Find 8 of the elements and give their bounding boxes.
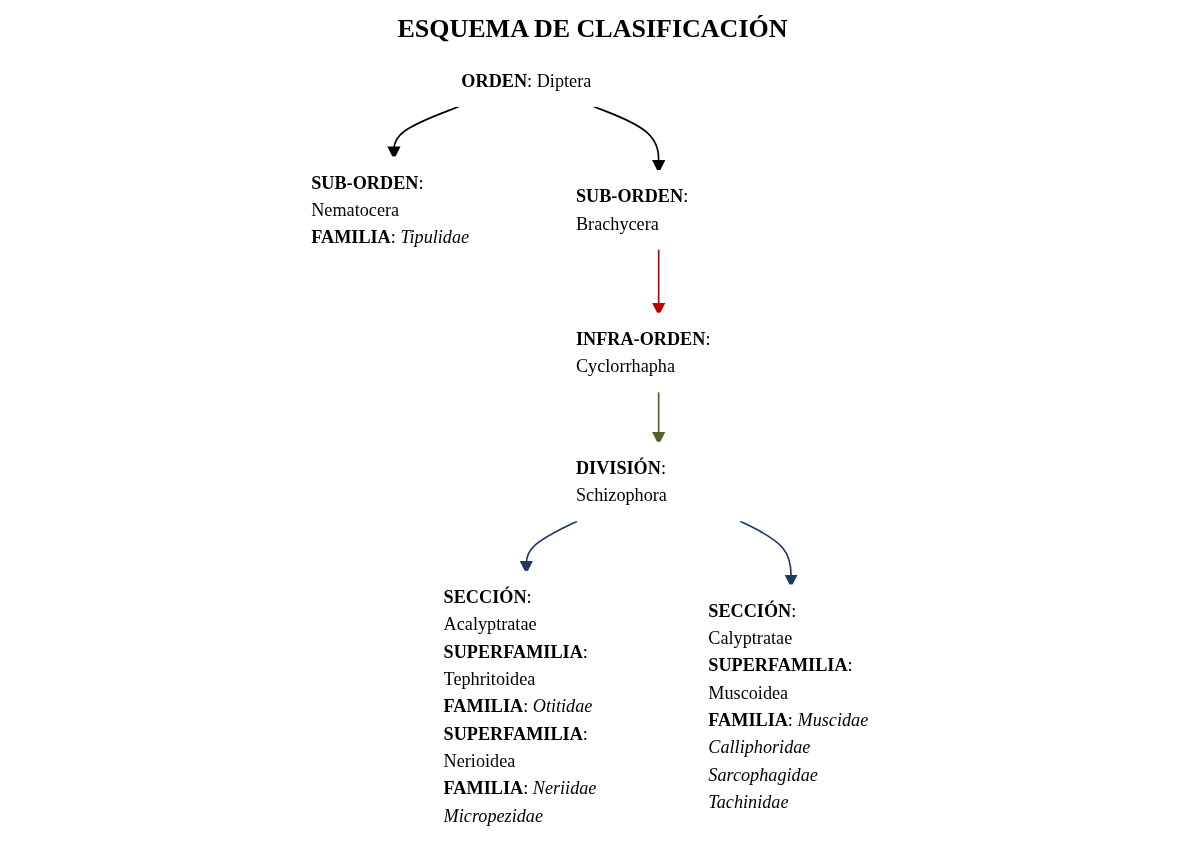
node-text: SECCIÓN: Acalyptratae SUPERFAMILIA: Tephritoidea FAMILIA: Otitidae SUPERFAMILIA: Nerioidea FAMILIA: Neriidae Micropezidae bbox=[443, 586, 597, 826]
node-text: SUB-ORDEN: Nematocera FAMILIA: Tipulidae bbox=[311, 172, 470, 248]
node-text: INFRA-ORDEN: Cyclorrhapha bbox=[575, 328, 711, 377]
diagram-title: ESQUEMA DE CLASIFICACIÓN bbox=[396, 14, 789, 44]
node-text: ORDEN: Diptera bbox=[461, 70, 592, 92]
node-text: SECCIÓN: Calyptratae SUPERFAMILIA: Muscoidea FAMILIA: Muscidae Calliphoridae Sarcophagidae Tachinidae bbox=[708, 600, 869, 813]
node-text: DIVISIÓN: Schizophora bbox=[575, 457, 667, 506]
node-text: SUB-ORDEN: Brachycera bbox=[575, 185, 689, 234]
